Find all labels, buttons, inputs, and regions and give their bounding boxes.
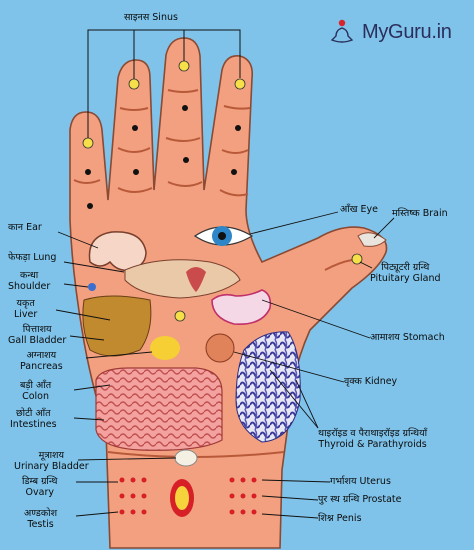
label-penis-hi: शिश्न	[318, 513, 334, 524]
label-lung: फेफड़ा Lung	[8, 252, 56, 263]
heart-shape	[186, 267, 206, 292]
label-intestines-en: Intestines	[10, 419, 57, 430]
meditating-figure-icon	[330, 19, 354, 43]
label-gall-bladder-en: Gall Bladder	[8, 335, 67, 346]
kidney-shape	[235, 331, 301, 443]
label-liver: यकृत Liver	[14, 298, 37, 320]
pituitary-point	[351, 253, 363, 265]
label-thyroid: थाइरॉइड व पैराथाइरॉइड ग्रन्थियाँ Thyroid…	[318, 428, 427, 450]
brand-logo[interactable]: MyGuru.in	[328, 18, 452, 46]
label-brain-en: Brain	[422, 208, 448, 219]
bladder-shape	[174, 449, 198, 467]
label-kidney-en: Kidney	[364, 376, 398, 387]
label-liver-en: Liver	[14, 309, 38, 320]
label-eye: आँख Eye	[340, 204, 378, 215]
label-gall-bladder-hi: पित्ताशय	[22, 324, 52, 335]
pancreas-shape	[150, 336, 180, 360]
brand-name: MyGuru.in	[362, 20, 452, 43]
label-penis: शिश्न Penis	[318, 513, 362, 524]
stomach-shape	[211, 289, 272, 325]
sinus-points	[82, 60, 363, 322]
label-colon-en: Colon	[22, 391, 50, 402]
prostate-penis-dots-right	[229, 477, 257, 515]
hand-outline	[69, 37, 388, 549]
label-prostate-en: Prostate	[362, 494, 402, 505]
label-pituitary-en: Pituitary Gland	[370, 273, 441, 284]
label-colon-hi: बड़ी आँत	[20, 380, 52, 391]
label-brain-hi: मस्तिष्क	[392, 208, 420, 219]
label-colon: बड़ी आँत Colon	[20, 380, 51, 402]
sinus-point	[128, 78, 140, 90]
label-uterus: गर्भाशय Uterus	[330, 476, 391, 487]
label-stomach-hi: आमाशय	[370, 332, 400, 343]
sinus-pointer-lines	[87, 29, 241, 138]
label-stomach: आमाशय Stomach	[370, 332, 445, 343]
label-uterus-hi: गर्भाशय	[330, 476, 357, 487]
label-eye-en: Eye	[360, 204, 378, 215]
label-sinus-hi: साइनस	[124, 12, 150, 23]
label-bladder-en: Urinary Bladder	[14, 461, 89, 472]
label-intestines-hi: छोटी आँत	[16, 408, 51, 419]
label-sinus: साइनस Sinus	[124, 12, 178, 23]
label-ear-hi: कान	[8, 222, 24, 233]
label-prostate-hi: पुर स्थ ग्रन्थि	[318, 494, 360, 505]
lung-shape	[124, 259, 241, 299]
label-testis-hi: अण्डकोश	[24, 508, 58, 519]
label-bladder-hi: मूत्राशय	[38, 450, 65, 461]
label-sinus-en: Sinus	[152, 12, 178, 23]
colon-shape	[95, 367, 223, 451]
shoulder-point	[88, 283, 96, 291]
palm-point	[174, 310, 186, 322]
label-pancreas-hi: अग्नाशय	[26, 350, 57, 361]
label-shoulder-hi: कन्धा	[20, 270, 39, 281]
label-testis-en: Testis	[27, 519, 54, 530]
liver-shape	[82, 295, 152, 357]
label-kidney: वृक्क Kidney	[344, 376, 397, 387]
eye-shape	[193, 226, 254, 246]
label-kidney-hi: वृक्क	[344, 376, 362, 387]
sinus-point	[178, 60, 190, 72]
label-thyroid-en: Thyroid & Parathyroids	[318, 439, 427, 450]
label-gall-bladder: पित्ताशय Gall Bladder	[8, 324, 66, 346]
label-thyroid-hi: थाइरॉइड व पैराथाइरॉइड ग्रन्थियाँ	[318, 428, 428, 439]
label-stomach-en: Stomach	[402, 332, 445, 343]
ovary-testis-dots-left	[119, 477, 147, 515]
label-ovary: डिम्ब ग्रन्थि Ovary	[22, 476, 58, 498]
label-bladder: मूत्राशय Urinary Bladder	[14, 450, 89, 472]
label-ear: कान Ear	[8, 222, 42, 233]
label-ear-en: Ear	[26, 222, 42, 233]
pointer-lines	[55, 211, 395, 519]
label-liver-hi: यकृत	[16, 298, 35, 309]
label-brain: मस्तिष्क Brain	[392, 208, 448, 219]
kidney-organ	[205, 333, 235, 363]
label-ovary-en: Ovary	[25, 487, 54, 498]
sinus-point	[82, 137, 94, 149]
label-intestines: छोटी आँत Intestines	[10, 408, 57, 430]
brain-shape	[357, 232, 387, 247]
ear-shape	[88, 231, 147, 272]
label-lung-en: Lung	[33, 252, 57, 263]
sinus-point	[234, 78, 246, 90]
label-pancreas-en: Pancreas	[20, 361, 63, 372]
label-pancreas: अग्नाशय Pancreas	[20, 350, 63, 372]
label-pituitary: पिट्यूटरी ग्रन्थि Pituitary Gland	[370, 262, 441, 284]
label-pituitary-hi: पिट्यूटरी ग्रन्थि	[381, 262, 430, 273]
label-uterus-en: Uterus	[359, 476, 391, 487]
label-eye-hi: आँख	[340, 204, 358, 215]
label-testis: अण्डकोश Testis	[24, 508, 57, 530]
label-penis-en: Penis	[336, 513, 362, 524]
label-ovary-hi: डिम्ब ग्रन्थि	[22, 476, 58, 487]
label-shoulder: कन्धा Shoulder	[8, 270, 50, 292]
label-prostate: पुर स्थ ग्रन्थि Prostate	[318, 494, 402, 505]
label-shoulder-en: Shoulder	[8, 281, 51, 292]
label-lung-hi: फेफड़ा	[8, 252, 31, 263]
